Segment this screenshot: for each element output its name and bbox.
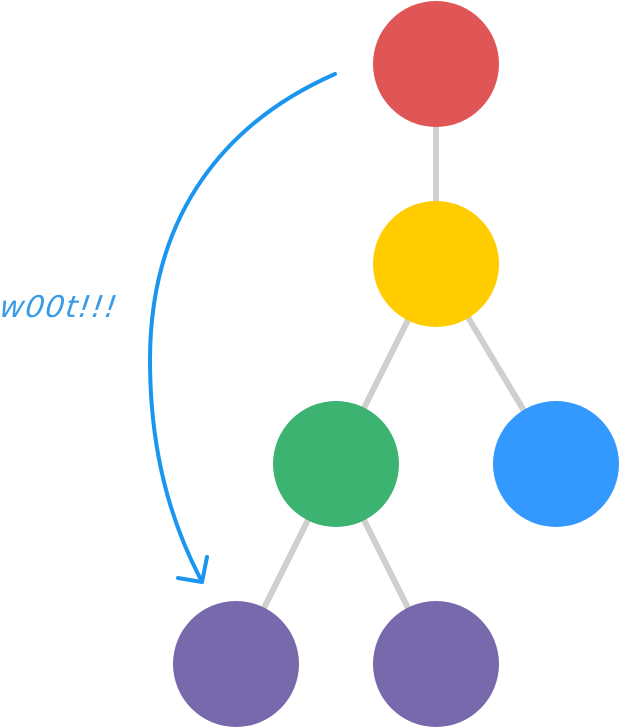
tree-edges (233, 64, 559, 666)
node-grandchild-left (273, 401, 399, 527)
curved-arrow (147, 72, 337, 584)
node-grandchild-right (493, 401, 619, 527)
curved-arrow-path (147, 72, 337, 580)
node-child (373, 201, 499, 327)
node-leaf-left (173, 601, 299, 727)
arrow-head-icon (176, 555, 209, 584)
annotation-text: w00t!!! (0, 290, 121, 325)
tree-nodes (173, 1, 619, 727)
node-root (373, 1, 499, 127)
node-leaf-right (373, 601, 499, 727)
